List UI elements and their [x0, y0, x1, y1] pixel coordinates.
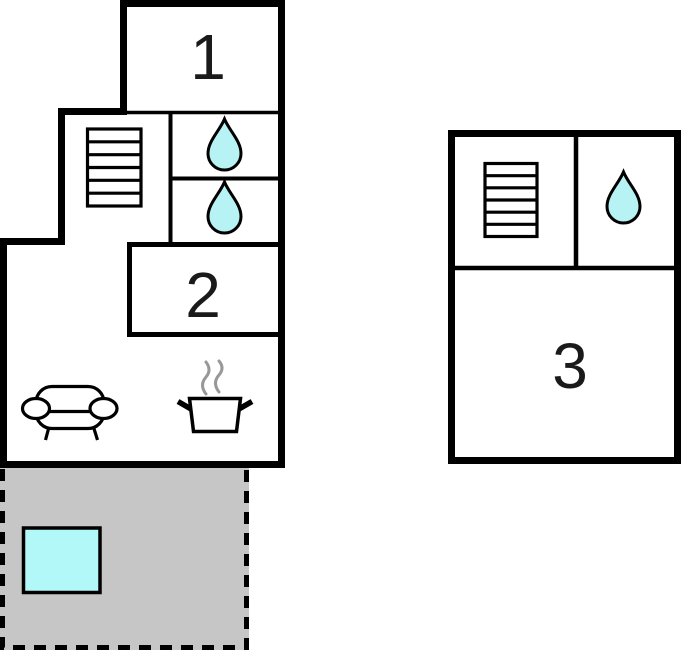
- water-drop-icon: [206, 178, 243, 235]
- water-drop-icon: [206, 115, 243, 172]
- room-2-label: 2: [185, 259, 221, 331]
- stairs-icon: [483, 161, 539, 239]
- terrace: [0, 466, 249, 650]
- outer-wall-main: [0, 0, 285, 468]
- building-annex: 3: [448, 130, 681, 464]
- stairs-icon: [85, 127, 143, 208]
- pool-icon: [21, 526, 102, 595]
- sofa-icon: [20, 384, 119, 441]
- terrace-border: [0, 466, 249, 650]
- steam-icon: [201, 359, 224, 396]
- room-3-label: 3: [552, 330, 588, 402]
- water-drop-icon: [605, 168, 642, 225]
- room-1-label: 1: [190, 21, 226, 93]
- cooking-pot-icon: [176, 359, 254, 434]
- building-main: 1 2: [0, 0, 285, 468]
- interior-walls-annex: [451, 133, 678, 271]
- interior-walls-main: [125, 110, 281, 337]
